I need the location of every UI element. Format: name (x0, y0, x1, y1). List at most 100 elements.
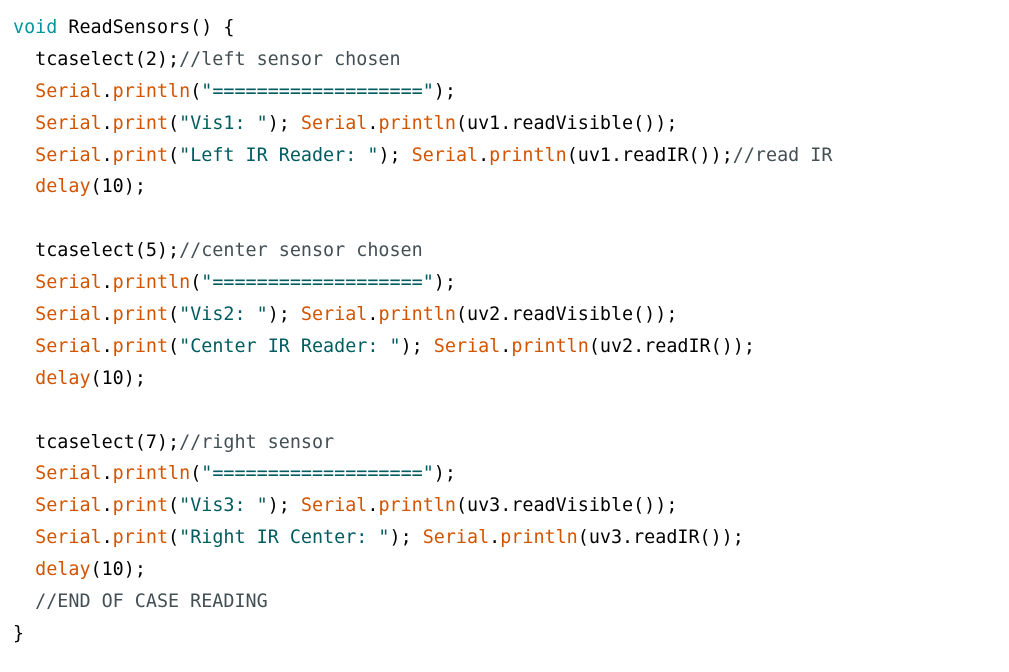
plain-token: . (367, 495, 379, 517)
string-token: "Left IR Reader: " (179, 144, 379, 166)
function-token: Serial (35, 80, 102, 102)
plain-token: ); (267, 495, 301, 517)
plain-token: (10); (90, 367, 146, 389)
plain-token: . (101, 463, 113, 485)
plain-token (13, 495, 35, 516)
code-line: delay(10); (13, 171, 1009, 203)
function-token: println (112, 80, 191, 102)
plain-token (13, 113, 35, 134)
function-token: print (112, 304, 169, 326)
plain-token: ( (168, 112, 180, 134)
code-line: Serial.print("Vis2: "); Serial.println(u… (13, 299, 1009, 331)
code-line: delay(10); (13, 363, 1009, 395)
plain-token (13, 559, 35, 580)
function-token: print (112, 495, 169, 517)
function-token: Serial (300, 112, 368, 134)
function-token: println (489, 144, 567, 166)
comment-token: //right sensor (179, 431, 335, 453)
function-token: print (112, 335, 169, 357)
function-token: Serial (300, 495, 368, 517)
code-line: Serial.print("Vis3: "); Serial.println(u… (13, 490, 1009, 522)
plain-token (13, 81, 35, 102)
code-line: tcaselect(7);//right sensor (13, 427, 1009, 459)
string-token: "===================" (201, 272, 434, 294)
plain-token: ReadSensors() { (57, 17, 235, 38)
function-token: Serial (411, 144, 479, 166)
plain-token (13, 463, 35, 484)
plain-token: (10); (90, 559, 146, 581)
comment-token: //read IR (732, 144, 833, 166)
plain-token: (uv1.readIR()); (566, 144, 733, 166)
string-token: "===================" (201, 463, 434, 485)
plain-token (13, 176, 35, 197)
plain-token: ( (168, 495, 180, 517)
function-token: println (112, 463, 191, 485)
plain-token: . (478, 144, 490, 166)
function-token: delay (35, 559, 91, 581)
plain-token: ( (168, 335, 180, 357)
code-line: void ReadSensors() { (13, 12, 1009, 44)
plain-token: ); (433, 80, 456, 102)
function-token: delay (35, 176, 91, 198)
plain-token: ); (378, 144, 412, 166)
function-token: Serial (422, 527, 490, 549)
function-token: println (378, 304, 456, 326)
code-line: Serial.println("==================="); (13, 267, 1009, 299)
plain-token: (uv2.readIR()); (588, 335, 755, 357)
comment-token: //center sensor chosen (179, 240, 423, 262)
string-token: "Center IR Reader: " (179, 335, 401, 357)
code-line: Serial.println("==================="); (13, 76, 1009, 108)
plain-token: . (101, 304, 113, 326)
function-token: Serial (35, 335, 102, 357)
plain-token: . (101, 335, 113, 357)
function-token: Serial (35, 304, 102, 326)
plain-token (13, 304, 35, 325)
comment-token: //END OF CASE READING (35, 591, 268, 613)
plain-token: . (101, 144, 113, 166)
function-token: print (112, 112, 169, 134)
plain-token: . (101, 80, 113, 102)
code-line: } (13, 618, 1009, 650)
code-line: Serial.print("Right IR Center: "); Seria… (13, 522, 1009, 554)
plain-token: } (13, 622, 25, 644)
plain-token: (uv2.readVisible()); (455, 304, 678, 326)
plain-token: tcaselect(2); (13, 48, 180, 70)
plain-token: ); (433, 463, 456, 485)
function-token: println (112, 272, 191, 294)
plain-token: . (101, 527, 113, 549)
code-line (13, 395, 1009, 427)
keyword-token: void (13, 17, 58, 38)
function-token: Serial (433, 335, 501, 357)
plain-token: (10); (90, 176, 146, 198)
code-line: Serial.print("Center IR Reader: "); Seri… (13, 331, 1009, 363)
plain-token: tcaselect(5); (13, 240, 180, 262)
plain-token: ); (267, 304, 301, 326)
function-token: print (112, 144, 169, 166)
string-token: "Vis3: " (179, 495, 268, 517)
plain-token: ); (400, 335, 434, 357)
code-text-area[interactable]: void ReadSensors() { tcaselect(2);//left… (13, 12, 1009, 650)
plain-token: . (101, 272, 113, 294)
function-token: println (511, 335, 589, 357)
plain-token (13, 272, 35, 293)
function-token: Serial (35, 112, 102, 134)
plain-token: (uv3.readIR()); (577, 527, 744, 549)
plain-token: . (101, 495, 113, 517)
plain-token: . (489, 527, 501, 549)
function-token: println (500, 527, 578, 549)
code-line: //END OF CASE READING (13, 586, 1009, 618)
function-token: Serial (300, 304, 368, 326)
function-token: Serial (35, 463, 102, 485)
string-token: "===================" (201, 80, 434, 102)
function-token: Serial (35, 495, 102, 517)
comment-token: //left sensor chosen (179, 48, 401, 70)
plain-token (13, 336, 35, 357)
plain-token (13, 591, 35, 612)
plain-token: ( (190, 463, 202, 485)
function-token: print (112, 527, 169, 549)
plain-token: . (101, 112, 113, 134)
plain-token: ( (168, 304, 180, 326)
plain-token (13, 527, 35, 548)
plain-token (13, 145, 35, 166)
